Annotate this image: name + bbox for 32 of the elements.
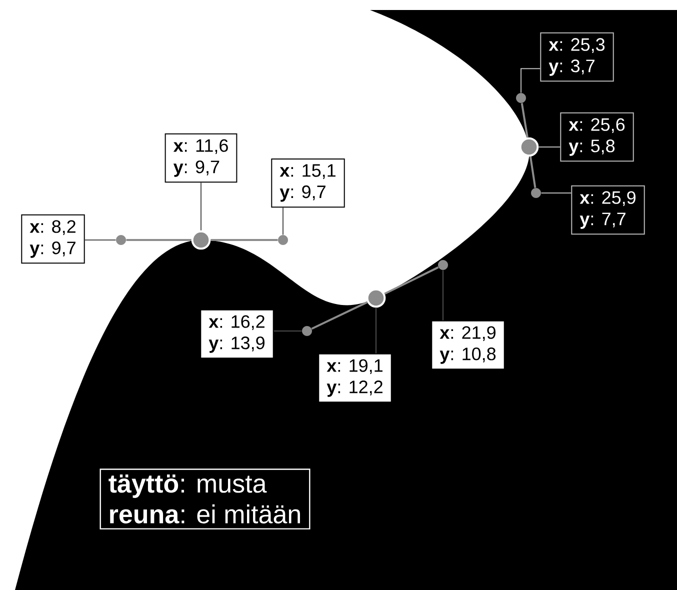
- handle-point: [438, 260, 448, 270]
- handle-line: [210, 239, 278, 241]
- anchor-point: [366, 288, 386, 308]
- note-box: täyttö: musta reuna: ei mitään: [100, 468, 310, 530]
- coordinate-label: x: 16,2 y: 13,9: [200, 309, 274, 359]
- leader-line: [538, 146, 561, 148]
- leader-line: [200, 182, 202, 231]
- leader-line: [282, 207, 284, 236]
- coordinate-label: x: 15,1 y: 9,7: [271, 158, 345, 208]
- handle-point: [116, 235, 126, 245]
- handle-line: [384, 266, 439, 295]
- handle-line: [520, 103, 528, 138]
- handle-point: [278, 235, 288, 245]
- anchor-point: [191, 230, 211, 250]
- leader-line: [520, 68, 541, 94]
- handle-point: [531, 188, 541, 198]
- coordinate-label: x: 21,9 y: 10,8: [431, 320, 505, 370]
- coordinate-label: x: 11,6 y: 9,7: [164, 133, 238, 183]
- anchor-point: [519, 137, 539, 157]
- handle-line: [311, 301, 368, 330]
- handle-point: [516, 93, 526, 103]
- coordinate-label: x: 19,1 y: 12,2: [318, 353, 392, 403]
- coordinate-label: x: 25,9 y: 7,7: [571, 185, 645, 235]
- coordinate-label: x: 25,6 y: 5,8: [560, 112, 634, 162]
- leader-line: [442, 270, 444, 321]
- coordinate-label: x: 25,3 y: 3,7: [540, 32, 614, 82]
- handle-point: [302, 326, 312, 336]
- coordinate-label: x: 8,2 y: 9,7: [21, 214, 85, 264]
- handle-line: [529, 156, 536, 188]
- leader-line: [540, 192, 572, 194]
- handle-line: [126, 239, 192, 241]
- leader-line: [273, 330, 302, 332]
